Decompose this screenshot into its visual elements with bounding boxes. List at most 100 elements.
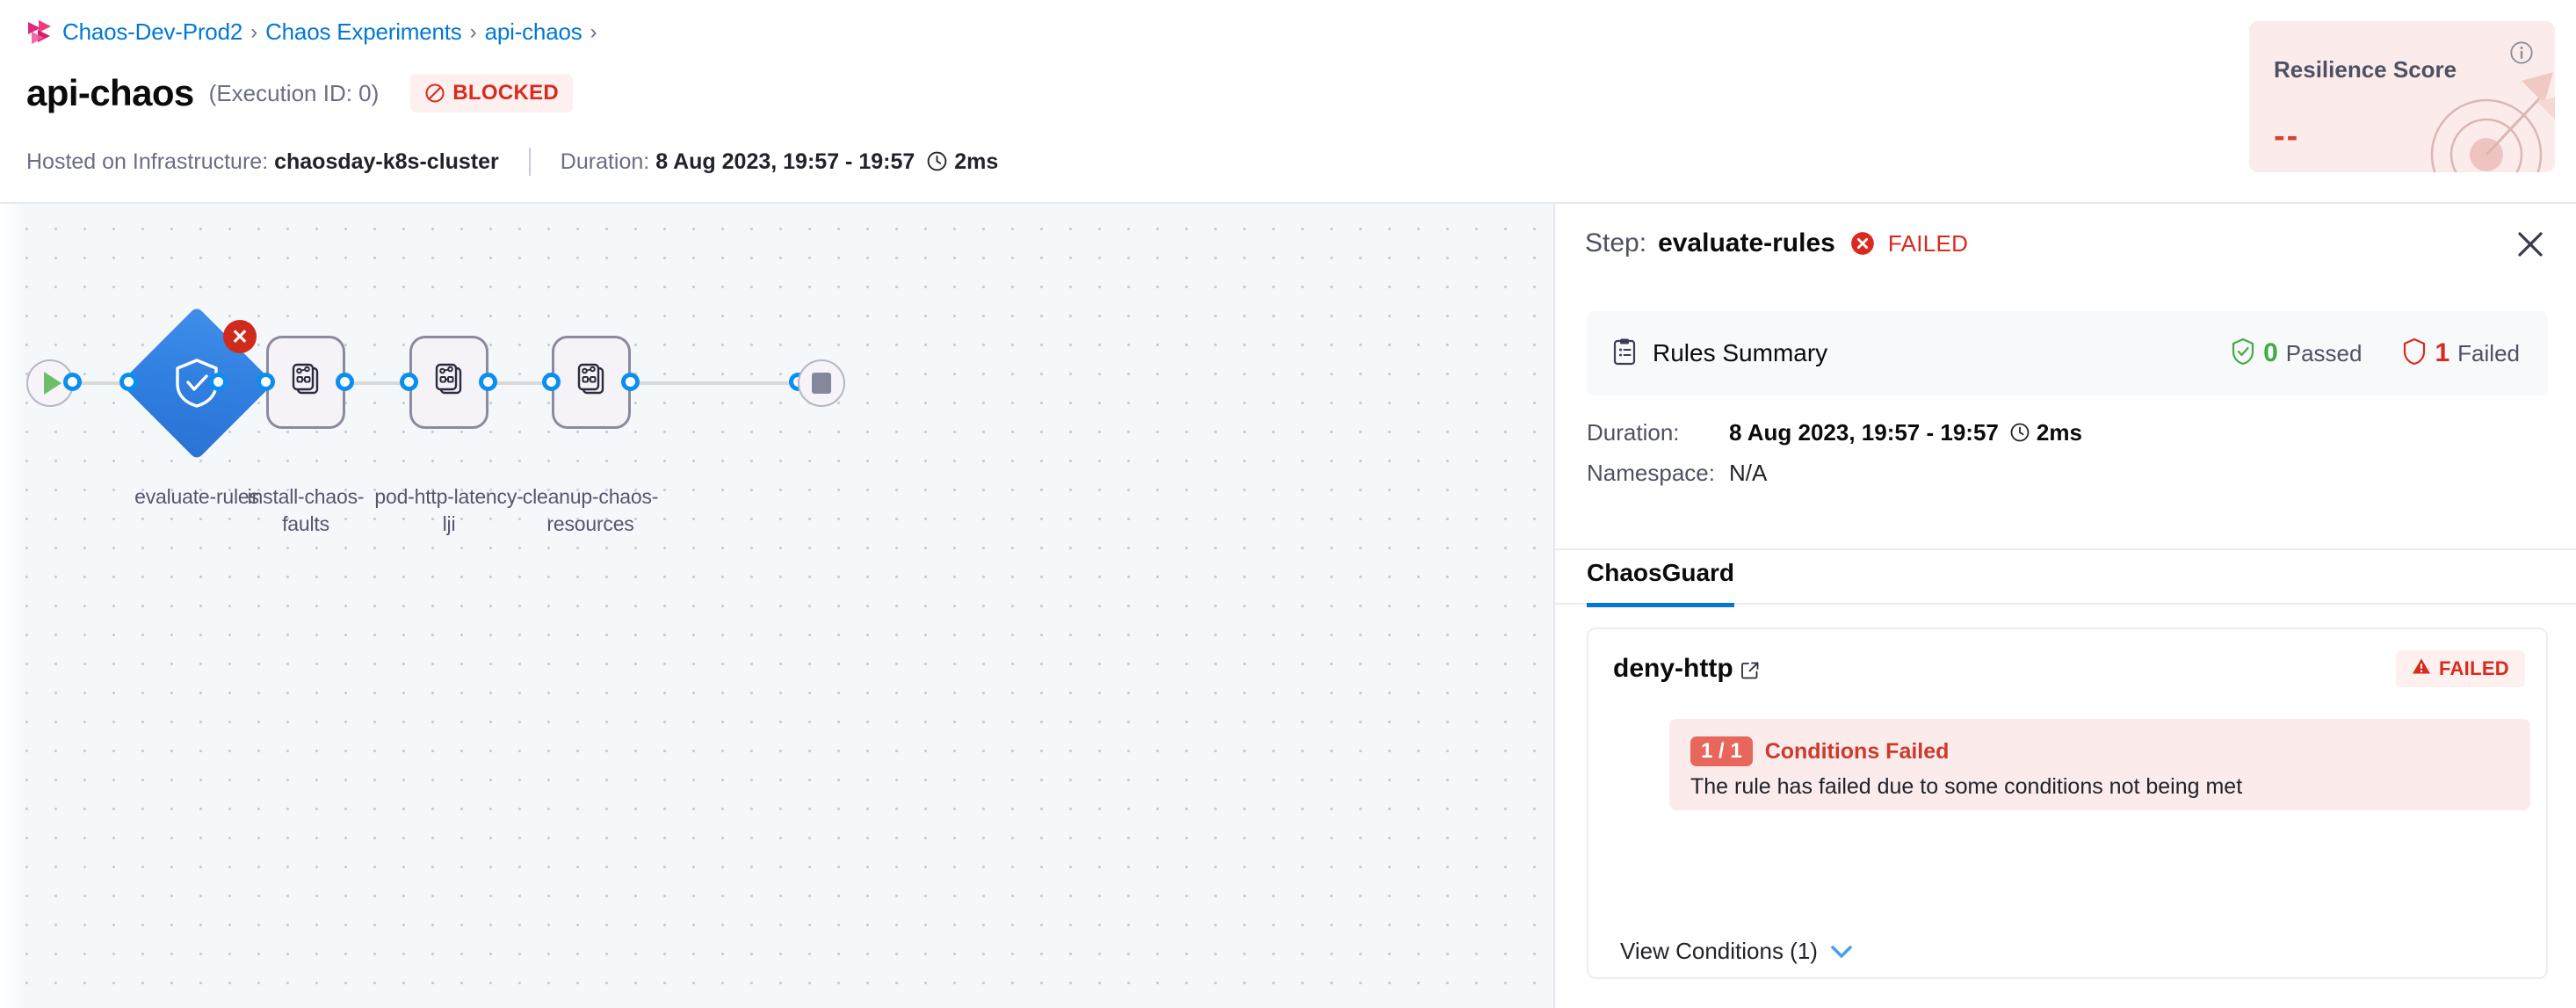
- view-conditions-label: View Conditions (1): [1620, 938, 1818, 964]
- rules-summary-card: Rules Summary 0 Passed: [1587, 311, 2548, 395]
- conditions-failed-header: 1 / 1 Conditions Failed: [1690, 736, 1949, 766]
- detail-value-namespace: N/A: [1729, 460, 1768, 486]
- breadcrumb: Chaos-Dev-Prod2 › Chaos Experiments › ap…: [26, 18, 597, 46]
- node-evaluate-rules-port-out[interactable]: [209, 373, 228, 391]
- target-dart-icon: [2390, 49, 2555, 172]
- tab-chaosguard[interactable]: ChaosGuard: [1587, 559, 1735, 607]
- step-status-label: FAILED: [1887, 229, 1969, 257]
- execution-id-label: (Execution ID: 0): [208, 79, 380, 106]
- node-cleanup-chaos-resources-port-out[interactable]: [621, 373, 640, 391]
- rule-status-label: FAILED: [2438, 657, 2509, 679]
- detail-value-duration-elapsed: 2ms: [2036, 419, 2082, 446]
- conditions-failed-badge: 1 / 1: [1690, 736, 1753, 766]
- resilience-score-card: Resilience Score --: [2249, 21, 2555, 172]
- conditions-failed-box: 1 / 1 Conditions Failed The rule has fai…: [1669, 719, 2530, 810]
- duration-label: Duration:: [560, 149, 650, 174]
- resilience-score-value: --: [2274, 118, 2300, 155]
- node-install-chaos-faults-port-out[interactable]: [336, 373, 354, 391]
- step-detail-fields: Duration: 8 Aug 2023, 19:57 - 19:57 2ms …: [1587, 419, 2082, 500]
- x-circle-icon: [1850, 231, 1875, 256]
- page-header: Chaos-Dev-Prod2 › Chaos Experiments › ap…: [0, 0, 2576, 204]
- warning-triangle-icon: [2412, 657, 2431, 680]
- node-install-chaos-faults[interactable]: [266, 336, 345, 429]
- rules-passed-label: Passed: [2285, 339, 2363, 366]
- rules-summary-label: Rules Summary: [1653, 339, 1828, 366]
- breadcrumb-item-1[interactable]: Chaos Experiments: [265, 18, 462, 45]
- duration-value: 8 Aug 2023, 19:57 - 19:57: [655, 149, 915, 174]
- step-name-label: evaluate-rules: [1658, 228, 1835, 257]
- breadcrumb-separator: ›: [469, 19, 477, 44]
- panel-tabbar: ChaosGuard: [1555, 548, 2576, 607]
- resilience-score-title: Resilience Score: [2274, 56, 2457, 83]
- step-detail-panel: Step: evaluate-rules FAILED: [1553, 204, 2576, 1008]
- node-evaluate-rules[interactable]: ✕: [119, 306, 274, 460]
- start-node-port-out[interactable]: [63, 373, 82, 391]
- breadcrumb-item-0[interactable]: Chaos-Dev-Prod2: [62, 18, 243, 45]
- rules-failed-label: Failed: [2457, 339, 2520, 366]
- node-error-badge: ✕: [223, 320, 257, 353]
- detail-row-namespace: Namespace: N/A: [1587, 460, 2082, 487]
- breadcrumb-item-2[interactable]: api-chaos: [484, 18, 582, 45]
- infrastructure-value: chaosday-k8s-cluster: [274, 149, 499, 174]
- rule-card-deny-http: deny-http FAILED: [1587, 627, 2548, 979]
- stop-icon: [812, 373, 831, 394]
- title-row: api-chaos (Execution ID: 0) BLOCKED: [26, 72, 574, 114]
- detail-key-duration: Duration:: [1587, 419, 1680, 446]
- duration-elapsed: 2ms: [954, 149, 999, 174]
- rules-failed-group: 1 Failed: [2402, 337, 2520, 370]
- harness-logo-icon: [26, 19, 54, 46]
- play-icon: [43, 372, 62, 395]
- conditions-failed-title: Conditions Failed: [1764, 738, 1950, 764]
- external-link-icon[interactable]: [1740, 661, 1760, 680]
- pipeline-canvas[interactable]: ✕ evaluate-rules install: [0, 204, 1553, 1008]
- end-node[interactable]: [798, 359, 845, 407]
- step-prefix-label: Step:: [1585, 228, 1647, 257]
- node-label-pod-http-latency-lji: pod-http-latency-lji: [374, 485, 524, 535]
- detail-value-duration: 8 Aug 2023, 19:57 - 19:57: [1729, 419, 1999, 446]
- rules-summary-left: Rules Summary: [1611, 337, 1827, 370]
- detail-row-duration: Duration: 8 Aug 2023, 19:57 - 19:57 2ms: [1587, 419, 2082, 446]
- clock-icon: [1999, 422, 2037, 445]
- breadcrumb-separator-trailing: ›: [590, 19, 597, 44]
- status-badge: BLOCKED: [410, 74, 574, 112]
- step-detail-header: Step: evaluate-rules FAILED: [1555, 204, 2576, 301]
- node-label-install-chaos-faults: install-chaos-faults: [247, 485, 365, 535]
- chaos-fault-icon: [569, 359, 613, 407]
- step-detail-title: Step: evaluate-rules FAILED: [1585, 228, 1968, 258]
- detail-key-namespace: Namespace:: [1587, 460, 1715, 486]
- blocked-icon: [424, 83, 445, 104]
- chaos-fault-icon: [427, 359, 471, 407]
- shield-outline-icon: [2402, 337, 2427, 370]
- rules-failed-count: 1: [2435, 338, 2450, 367]
- rules-passed-group: 0 Passed: [2231, 337, 2362, 370]
- page-title: api-chaos: [26, 72, 194, 113]
- node-pod-http-latency-lji-port-in[interactable]: [400, 373, 418, 391]
- node-label-cleanup-chaos-resources: cleanup-chaos-resources: [522, 485, 659, 535]
- node-label-evaluate-rules: evaluate-rules: [134, 485, 259, 508]
- rules-passed-count: 0: [2263, 338, 2278, 367]
- node-evaluate-rules-port-in[interactable]: [119, 373, 138, 391]
- chevron-down-icon: [1830, 938, 1853, 965]
- node-pod-http-latency-lji-port-out[interactable]: [479, 373, 497, 391]
- status-badge-label: BLOCKED: [452, 81, 560, 105]
- view-conditions-toggle[interactable]: View Conditions (1): [1620, 938, 1853, 965]
- node-error-badge-label: ✕: [231, 324, 249, 348]
- edge-cleanup-to-end: [640, 381, 815, 385]
- info-circle-icon[interactable]: [2509, 40, 2534, 65]
- clock-icon: [915, 149, 954, 175]
- shield-check-icon: [2231, 337, 2255, 370]
- node-cleanup-chaos-resources-port-in[interactable]: [542, 373, 561, 391]
- node-install-chaos-faults-port-in[interactable]: [257, 373, 275, 391]
- breadcrumb-separator: ›: [250, 19, 258, 44]
- close-icon[interactable]: [2513, 227, 2548, 262]
- meta-divider: [528, 148, 531, 176]
- clipboard-icon: [1611, 337, 1638, 370]
- conditions-failed-description: The rule has failed due to some conditio…: [1690, 774, 2243, 799]
- chaos-fault-icon: [284, 359, 328, 407]
- rule-card-header: deny-http: [1613, 654, 1760, 684]
- node-pod-http-latency-lji[interactable]: [409, 336, 488, 429]
- rule-name-label: deny-http: [1613, 654, 1733, 683]
- infrastructure-label: Hosted on Infrastructure:: [26, 149, 269, 174]
- node-cleanup-chaos-resources[interactable]: [552, 336, 631, 429]
